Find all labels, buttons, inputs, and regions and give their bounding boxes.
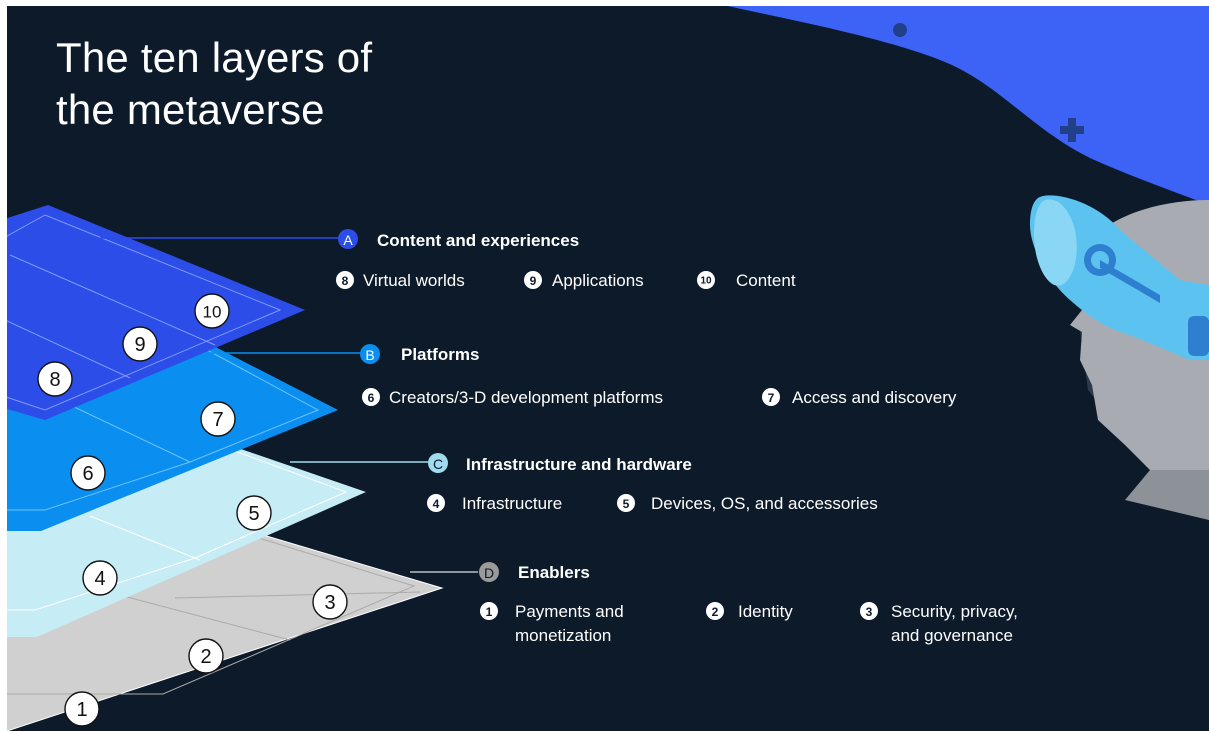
item-6: 6 Creators/3-D development platforms bbox=[362, 388, 663, 407]
svg-text:6: 6 bbox=[368, 391, 375, 405]
svg-text:6: 6 bbox=[82, 463, 93, 485]
item-3: 3 Security, privacy, and governance bbox=[860, 602, 1018, 645]
title-line-2: the metaverse bbox=[56, 86, 325, 133]
svg-text:8: 8 bbox=[49, 369, 60, 391]
svg-text:Content and experiences: Content and experiences bbox=[377, 231, 579, 250]
layer-number-10: 10 bbox=[194, 293, 230, 329]
category-b: B Platforms 6 Creators/3-D development p… bbox=[360, 344, 957, 407]
layer-number-2: 2 bbox=[188, 638, 224, 674]
svg-text:3: 3 bbox=[324, 592, 335, 614]
category-c: C Infrastructure and hardware 4 Infrastr… bbox=[427, 453, 878, 513]
svg-text:Applications: Applications bbox=[552, 271, 644, 290]
svg-text:5: 5 bbox=[623, 497, 630, 511]
svg-text:2: 2 bbox=[200, 646, 211, 668]
category-d: D Enablers 1 Payments and monetization 2… bbox=[479, 562, 1018, 645]
svg-text:9: 9 bbox=[134, 334, 145, 356]
layer-number-9: 9 bbox=[122, 326, 158, 362]
svg-text:7: 7 bbox=[212, 409, 223, 431]
layer-number-5: 5 bbox=[236, 495, 272, 531]
title-line-1: The ten layers of bbox=[56, 34, 373, 81]
item-2: 2 Identity bbox=[706, 602, 793, 621]
svg-text:Devices, OS, and accessories: Devices, OS, and accessories bbox=[651, 494, 878, 513]
svg-text:10: 10 bbox=[203, 303, 222, 322]
layer-number-8: 8 bbox=[37, 361, 73, 397]
svg-text:7: 7 bbox=[768, 391, 775, 405]
headset-lens bbox=[1034, 199, 1077, 286]
item-4: 4 Infrastructure bbox=[427, 494, 562, 513]
svg-text:Enablers: Enablers bbox=[518, 563, 590, 582]
svg-text:9: 9 bbox=[530, 274, 537, 288]
svg-text:and governance: and governance bbox=[891, 626, 1013, 645]
dot-decoration bbox=[893, 23, 907, 37]
svg-text:1: 1 bbox=[76, 699, 87, 721]
svg-text:D: D bbox=[484, 565, 494, 581]
svg-text:Virtual worlds: Virtual worlds bbox=[363, 271, 465, 290]
svg-text:Infrastructure: Infrastructure bbox=[462, 494, 562, 513]
item-10: 10 Content bbox=[697, 271, 796, 290]
item-8: 8 Virtual worlds bbox=[336, 271, 465, 290]
layer-number-6: 6 bbox=[70, 455, 106, 491]
svg-text:monetization: monetization bbox=[515, 626, 611, 645]
item-1: 1 Payments and monetization bbox=[480, 602, 624, 645]
svg-text:4: 4 bbox=[94, 568, 105, 590]
headset-strap bbox=[1188, 316, 1209, 356]
svg-text:4: 4 bbox=[433, 497, 440, 511]
svg-text:8: 8 bbox=[342, 274, 349, 288]
svg-text:2: 2 bbox=[712, 605, 719, 619]
layer-a bbox=[7, 205, 305, 420]
svg-text:3: 3 bbox=[866, 605, 873, 619]
blob-shape bbox=[727, 6, 1209, 205]
svg-text:10: 10 bbox=[700, 276, 712, 287]
svg-text:5: 5 bbox=[248, 503, 259, 525]
svg-text:Content: Content bbox=[736, 271, 796, 290]
svg-text:Access and discovery: Access and discovery bbox=[792, 388, 957, 407]
svg-text:Security, privacy,: Security, privacy, bbox=[891, 602, 1018, 621]
svg-text:Infrastructure and hardware: Infrastructure and hardware bbox=[466, 455, 692, 474]
svg-text:Identity: Identity bbox=[738, 602, 793, 621]
svg-text:Platforms: Platforms bbox=[401, 345, 479, 364]
layer-number-3: 3 bbox=[312, 584, 348, 620]
svg-text:1: 1 bbox=[486, 605, 493, 619]
item-5: 5 Devices, OS, and accessories bbox=[617, 494, 878, 513]
svg-text:B: B bbox=[365, 347, 374, 363]
svg-text:Creators/3-D development platf: Creators/3-D development platforms bbox=[389, 388, 663, 407]
item-9: 9 Applications bbox=[524, 271, 644, 290]
svg-text:C: C bbox=[433, 456, 443, 472]
svg-text:A: A bbox=[343, 232, 353, 248]
category-a: A Content and experiences 8 Virtual worl… bbox=[336, 229, 796, 290]
item-7: 7 Access and discovery bbox=[762, 388, 957, 407]
layer-number-4: 4 bbox=[82, 560, 118, 596]
svg-text:Payments and: Payments and bbox=[515, 602, 624, 621]
layer-number-7: 7 bbox=[200, 401, 236, 437]
layer-number-1: 1 bbox=[64, 691, 100, 727]
page-title: The ten layers of the metaverse bbox=[56, 32, 372, 136]
